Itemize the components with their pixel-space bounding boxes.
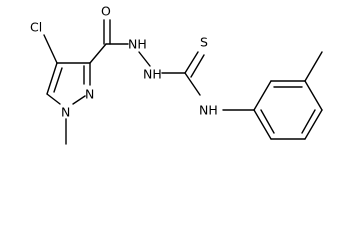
bond-ring-4 <box>304 109 323 140</box>
bond-c4-c5-inner <box>53 67 63 93</box>
atom-pyrazole-n2: N <box>85 87 94 102</box>
atom-hydrazide-nh-lower: NH <box>143 67 162 82</box>
bond-ring-4-inner <box>301 109 316 134</box>
bond-c4-c5 <box>46 62 58 95</box>
bond-ring-methyl <box>304 51 323 82</box>
atom-chlorine: Cl <box>30 20 42 35</box>
atom-hydrazide-nh-upper: NH <box>128 37 147 52</box>
bond-ring-3 <box>304 80 323 111</box>
atom-pyrazole-n1: N <box>61 105 70 120</box>
bond-c3-carbonyl <box>89 43 107 64</box>
bond-ring-6-inner <box>260 109 275 134</box>
bond-c-s-second <box>190 54 205 78</box>
bond-c-nh <box>184 72 201 96</box>
bond-ring-6 <box>253 109 272 140</box>
molecule-structure: Cl O NH NH S N N NH <box>30 4 323 145</box>
atom-thioamide-nh: NH <box>199 103 218 118</box>
atom-sulfur: S <box>200 35 208 50</box>
bond-ring-1 <box>253 80 272 111</box>
atom-labels: Cl O NH NH S N N NH <box>30 4 218 120</box>
bond-c5-n1 <box>46 93 61 105</box>
bond-n1-n2 <box>72 95 86 105</box>
atom-oxygen: O <box>101 4 111 19</box>
bonds <box>43 19 323 145</box>
bond-nh-nh <box>138 51 151 67</box>
bond-c-s <box>184 51 199 74</box>
bond-cl-c4 <box>43 34 58 64</box>
